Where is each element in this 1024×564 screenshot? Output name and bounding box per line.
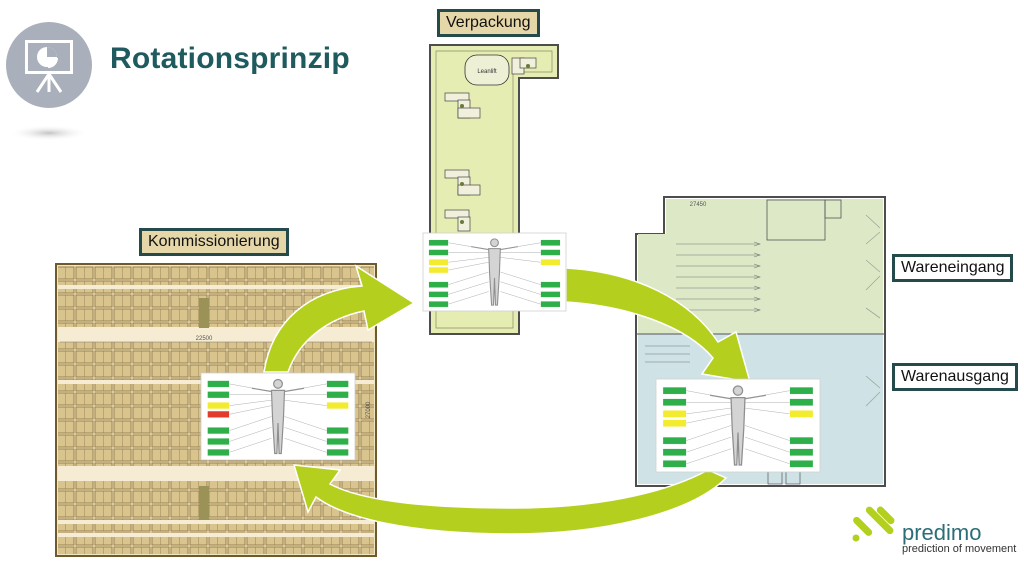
status-box (207, 448, 230, 456)
dim-height: 27000 (366, 401, 372, 418)
status-box (326, 448, 349, 456)
logo-wordmark: predimo (902, 520, 981, 546)
status-box (662, 448, 687, 456)
status-box (662, 436, 687, 445)
zone-label-goods-in: Wareneingang (892, 254, 1014, 282)
status-box (789, 448, 814, 456)
predimo-logo-icon (852, 506, 895, 542)
status-box (207, 380, 230, 388)
status-box (326, 402, 349, 410)
status-box (662, 419, 687, 427)
status-box (428, 281, 449, 288)
dim-right: 27450 (690, 202, 707, 208)
status-box (428, 291, 449, 298)
presentation-icon (6, 22, 92, 141)
logo-name-a: predi (902, 520, 951, 545)
status-box (207, 427, 230, 435)
status-box (662, 460, 687, 468)
status-box (789, 410, 814, 418)
status-box (207, 402, 230, 410)
status-box (428, 301, 449, 308)
status-box (326, 438, 349, 445)
status-box (540, 249, 561, 256)
status-box (428, 239, 449, 246)
status-box (428, 249, 449, 256)
status-box (326, 391, 349, 399)
status-box (326, 380, 349, 388)
arrow-picking-to-packing (263, 264, 416, 373)
dim-width: 22500 (196, 336, 213, 342)
status-box (789, 436, 814, 445)
status-box (428, 259, 449, 266)
status-box (662, 386, 687, 395)
zone-label-packing: Verpackung (437, 9, 540, 37)
status-box (207, 410, 230, 418)
status-box (326, 427, 349, 435)
status-box (789, 386, 814, 395)
ergonomics-card-picking (200, 372, 356, 461)
status-box (789, 398, 814, 406)
status-box (540, 239, 561, 246)
arrow-goods-to-picking (292, 464, 728, 535)
status-box (789, 460, 814, 468)
status-box (540, 291, 561, 298)
page-title: Rotationsprinzip (110, 42, 350, 75)
status-box (662, 398, 687, 406)
zone-label-goods-out: Warenausgang (892, 363, 1018, 391)
status-box (207, 391, 230, 399)
status-box (207, 438, 230, 445)
status-box (540, 281, 561, 288)
status-box (540, 301, 561, 308)
ergonomics-card-goods (655, 378, 821, 473)
status-box (428, 266, 449, 274)
status-box (662, 410, 687, 418)
ergonomics-card-packing (422, 232, 567, 312)
logo-tagline: prediction of movement (902, 543, 1017, 555)
status-box (540, 259, 561, 266)
logo-name-b: mo (950, 520, 982, 545)
zone-label-picking: Kommissionierung (139, 228, 289, 256)
leanlift-label: Leanlift (477, 69, 497, 75)
